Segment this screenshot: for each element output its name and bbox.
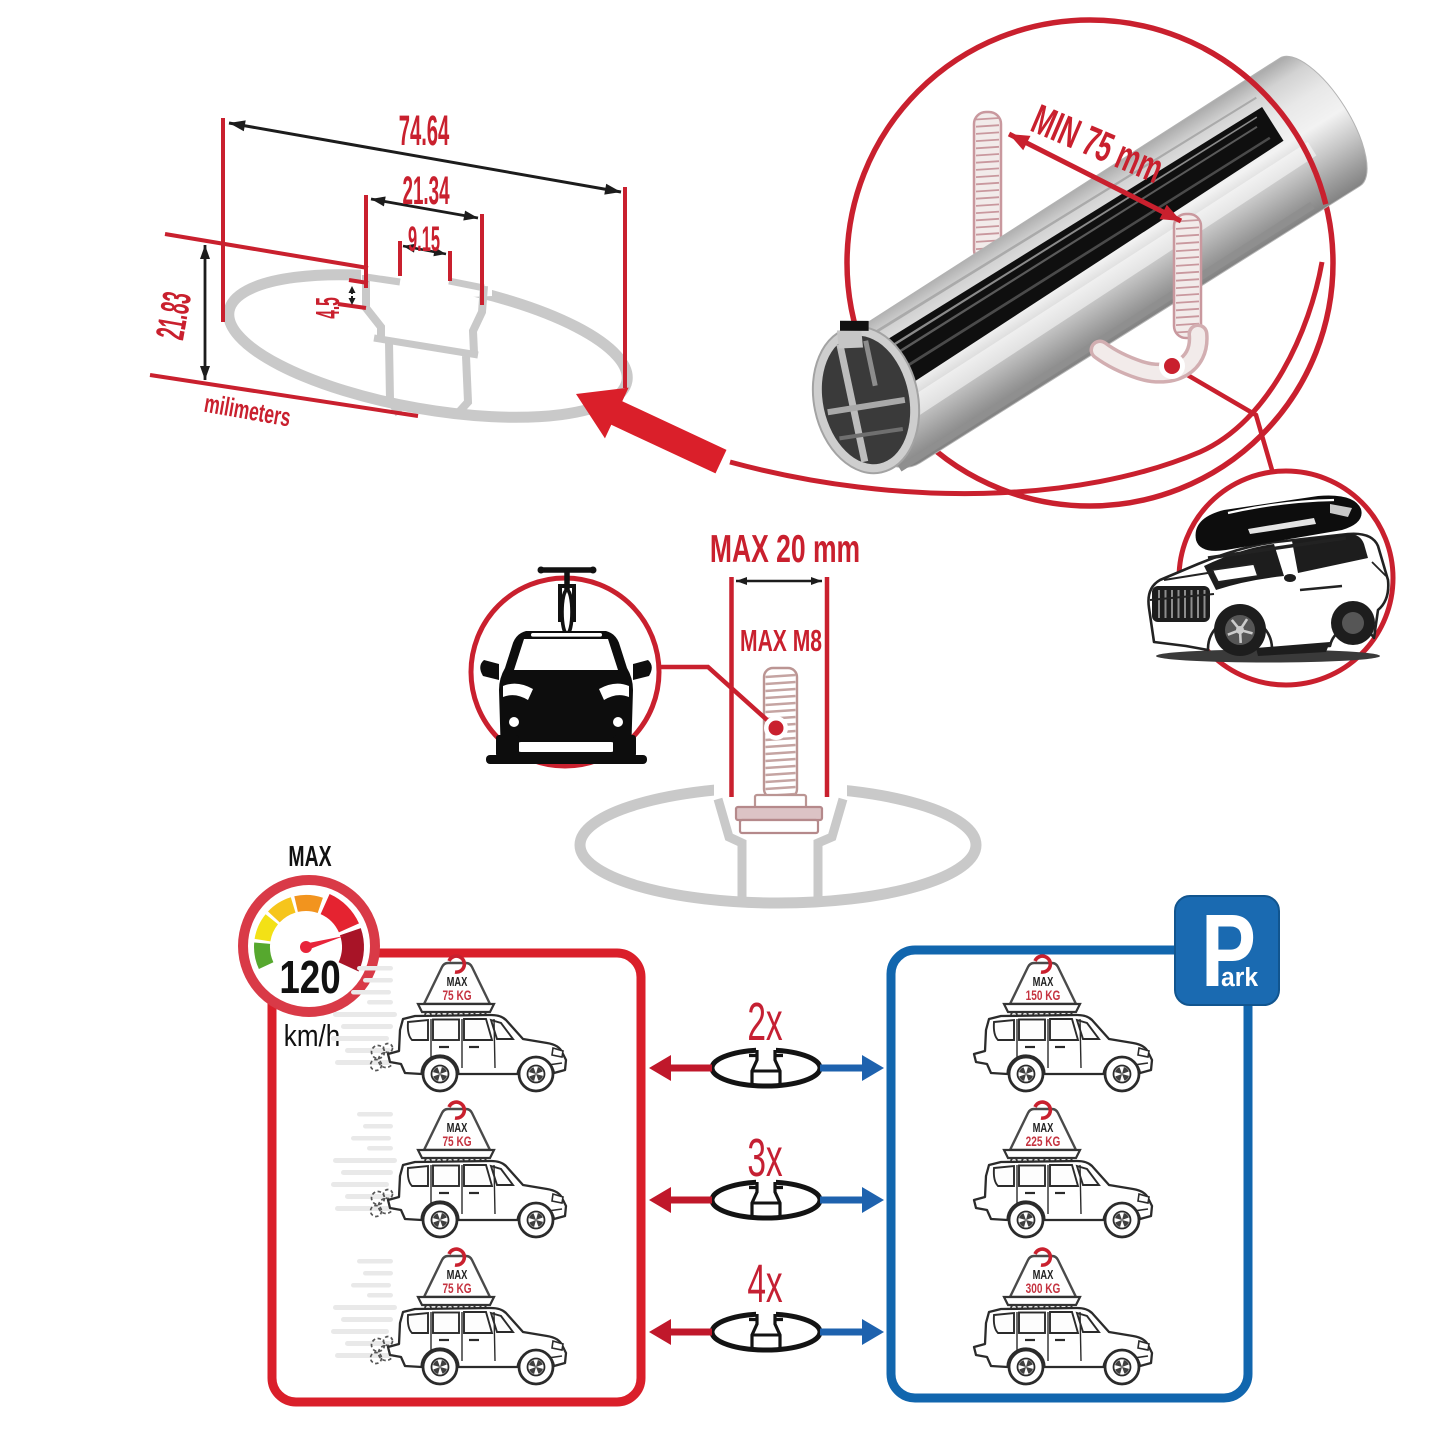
svg-text:km/h: km/h bbox=[284, 1019, 340, 1054]
svg-text:21.83: 21.83 bbox=[148, 289, 200, 343]
svg-text:MAX: MAX bbox=[288, 841, 332, 873]
svg-text:MAX: MAX bbox=[1033, 976, 1054, 990]
svg-text:P: P bbox=[1201, 893, 1256, 1008]
svg-text:4x: 4x bbox=[747, 1253, 782, 1314]
svg-text:74.64: 74.64 bbox=[399, 108, 450, 155]
svg-text:120: 120 bbox=[279, 951, 340, 1003]
svg-text:225 KG: 225 KG bbox=[1026, 1133, 1061, 1149]
svg-text:MAX: MAX bbox=[1033, 1122, 1054, 1136]
svg-text:MAX 20 mm: MAX 20 mm bbox=[710, 528, 860, 571]
svg-text:MAX: MAX bbox=[447, 976, 468, 990]
svg-text:75 KG: 75 KG bbox=[442, 987, 471, 1003]
svg-text:21.34: 21.34 bbox=[402, 168, 449, 213]
svg-text:MAX M8: MAX M8 bbox=[740, 623, 822, 658]
svg-text:300 KG: 300 KG bbox=[1026, 1280, 1061, 1296]
svg-text:4.5: 4.5 bbox=[311, 297, 347, 319]
svg-text:MAX: MAX bbox=[1033, 1269, 1054, 1283]
svg-text:150 KG: 150 KG bbox=[1026, 987, 1061, 1003]
svg-text:ark: ark bbox=[1221, 963, 1259, 992]
svg-text:2x: 2x bbox=[747, 991, 782, 1052]
svg-text:75 KG: 75 KG bbox=[442, 1133, 471, 1149]
svg-text:MAX: MAX bbox=[447, 1269, 468, 1283]
svg-text:9.15: 9.15 bbox=[408, 219, 440, 259]
svg-text:MAX: MAX bbox=[447, 1122, 468, 1136]
svg-text:75 KG: 75 KG bbox=[442, 1280, 471, 1296]
